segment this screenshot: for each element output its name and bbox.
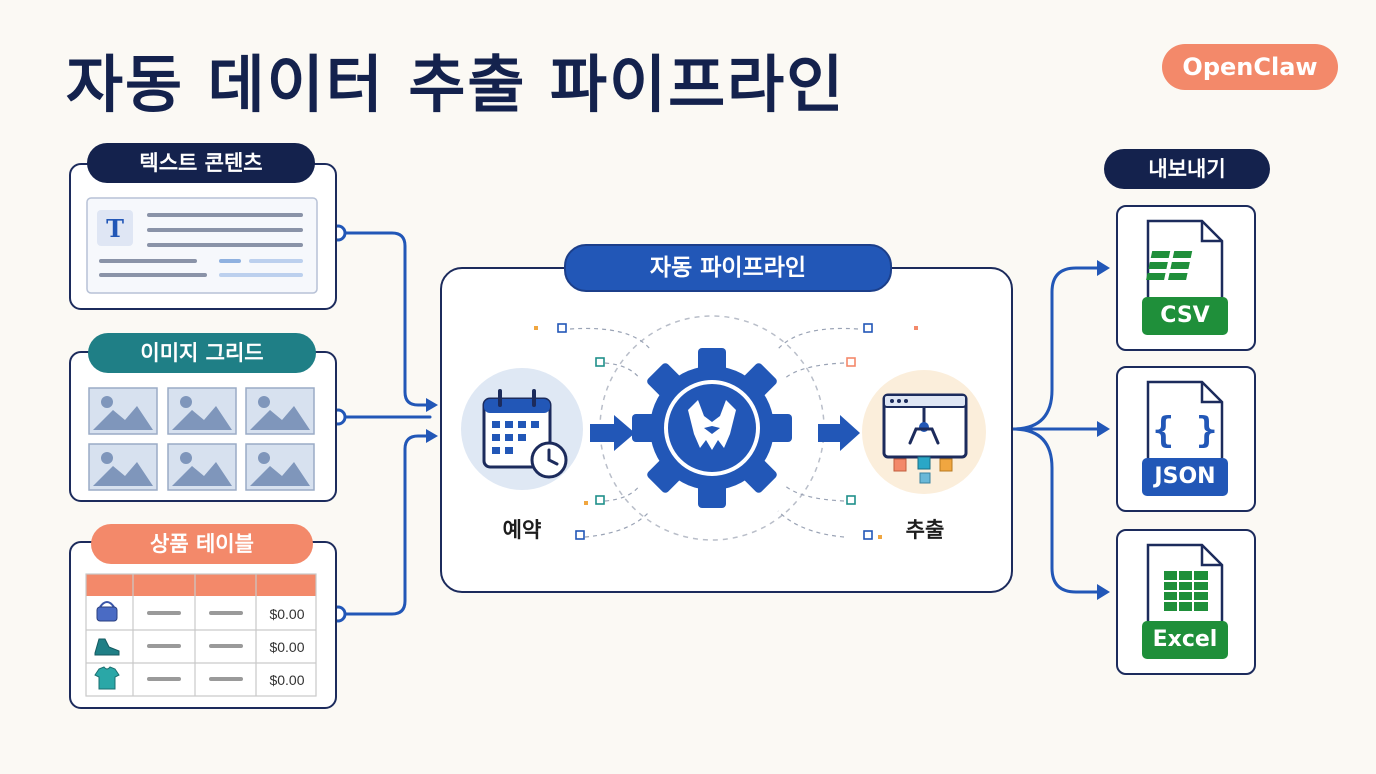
- arrowhead-text: [426, 398, 438, 412]
- flow-arrow-1: [590, 415, 635, 451]
- table-price-2: $0.00: [269, 672, 304, 688]
- handbag-icon: [96, 601, 118, 622]
- svg-text:{ }: { }: [1152, 410, 1217, 451]
- schedule-caption: 예약: [502, 518, 542, 542]
- product-table-illustration: $0.00 $0.00 $0.00: [85, 573, 317, 697]
- image-grid-illustration: [88, 387, 315, 491]
- text-document-illustration: T: [86, 197, 318, 294]
- connector-export-excel: [1011, 427, 1100, 594]
- excel-badge: Excel: [1142, 621, 1228, 659]
- connector-text: [336, 231, 432, 407]
- text-content-label: 텍스트 콘텐츠: [87, 143, 315, 183]
- browser-claw-icon: [862, 370, 986, 494]
- pipeline-label: 자동 파이프라인: [564, 244, 892, 292]
- connector-table: [336, 434, 432, 616]
- table-price-1: $0.00: [269, 639, 304, 655]
- extract-caption: 추출: [905, 518, 945, 542]
- image-grid-label: 이미지 그리드: [88, 333, 316, 373]
- shoe-icon: [94, 638, 120, 656]
- calendar-clock-icon: [461, 368, 583, 490]
- image-placeholder-icon: [88, 387, 315, 491]
- text-document-icon: T: [97, 210, 133, 246]
- tshirt-icon: [94, 666, 120, 690]
- table-price-0: $0.00: [269, 606, 304, 622]
- product-table-label: 상품 테이블: [91, 524, 313, 564]
- arrowhead-table: [426, 429, 438, 443]
- connector-export-csv: [1011, 266, 1100, 431]
- csv-badge: CSV: [1142, 297, 1228, 335]
- arrowhead-json: [1097, 421, 1110, 437]
- export-label: 내보내기: [1104, 149, 1270, 189]
- gear-claw-icon: [632, 348, 792, 508]
- arrowhead-csv: [1097, 260, 1110, 276]
- brand-badge: OpenClaw: [1162, 44, 1338, 90]
- arrowhead-excel: [1097, 584, 1110, 600]
- text-glyph: T: [106, 214, 124, 243]
- pipeline-illustration: [461, 315, 986, 541]
- json-badge: JSON: [1142, 458, 1228, 496]
- page-title: 자동 데이터 추출 파이프라인: [66, 48, 846, 121]
- flow-arrow-2: [818, 415, 860, 451]
